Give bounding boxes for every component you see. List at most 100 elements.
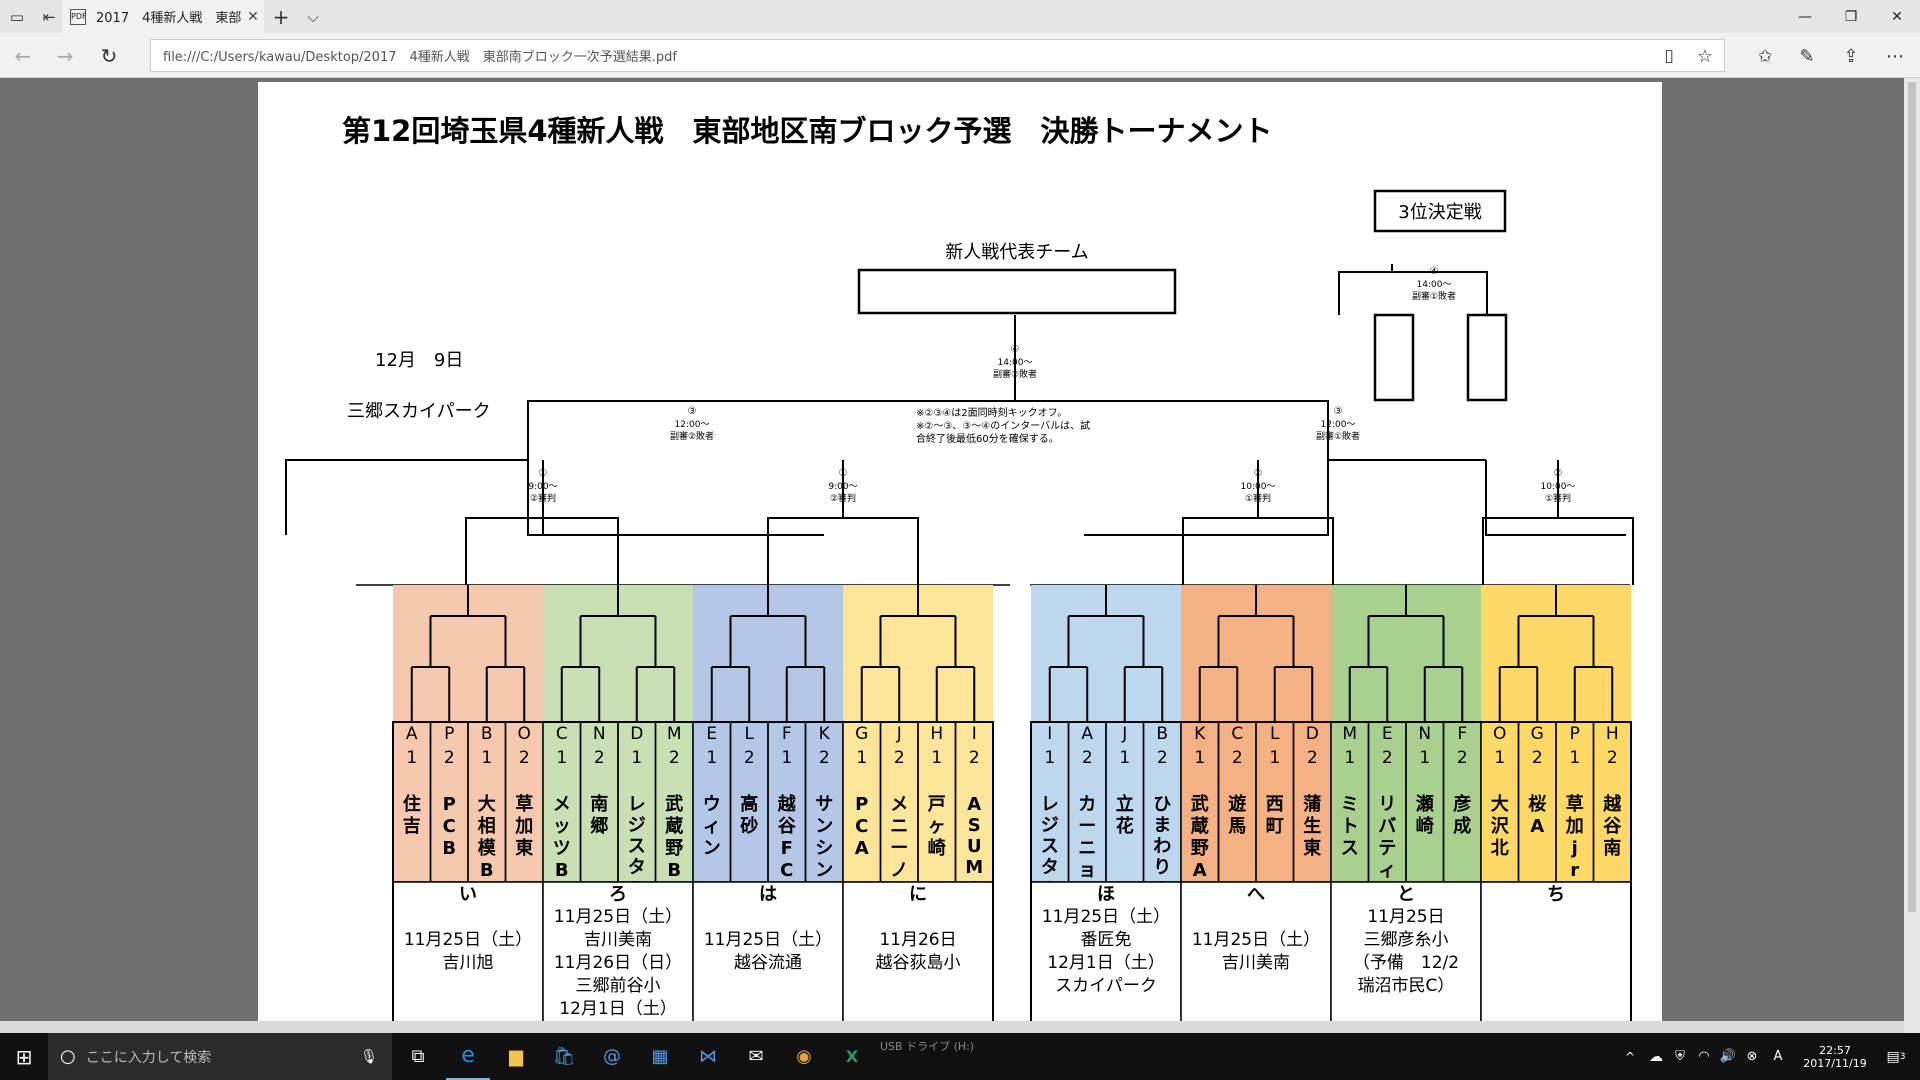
microphone-icon[interactable]: 🎙 — [360, 1048, 378, 1065]
excel-icon[interactable]: X — [845, 1047, 859, 1066]
team-name-char: F — [781, 838, 793, 859]
tab-close-icon[interactable]: ✕ — [247, 8, 259, 25]
back-arrow-icon[interactable]: ← — [14, 44, 32, 68]
mail-at-icon[interactable]: @ — [603, 1046, 621, 1067]
taskbar: ⊞ ○ ここに入力して検索 🎙 ⧉ e ▆ 🛍 @ ▦ ⋈ ✉ ◉ X USB … — [0, 1033, 1920, 1080]
team-code-char: 2 — [444, 748, 455, 768]
team-code-char: I — [972, 724, 977, 744]
team-code-char: A — [1081, 724, 1093, 744]
volume-icon[interactable]: 🔊 — [1719, 1049, 1737, 1064]
team-name-char: 花 — [1116, 815, 1134, 837]
browser-tab[interactable]: PDF 2017 4種新人戦 東部 ✕ — [62, 0, 264, 33]
scroll-thumb[interactable] — [1908, 82, 1916, 912]
team-name-char: 生 — [1303, 815, 1321, 837]
share-icon[interactable]: ⇪ — [1843, 45, 1859, 67]
new-tab-button[interactable]: + — [272, 5, 290, 29]
search-box[interactable]: ○ ここに入力して検索 🎙 — [48, 1033, 392, 1080]
team-code-char: 2 — [1457, 748, 1468, 768]
team-code-char: 1 — [931, 748, 942, 768]
team-code-char: E — [706, 724, 717, 744]
show-hidden-icons-chevron[interactable]: ^ — [1624, 1049, 1636, 1064]
block-info-line: 11月25日（土） — [704, 930, 832, 950]
team-code-char: O — [518, 724, 531, 744]
block-label: ろ — [609, 884, 627, 905]
quarter-3-number: ② — [1254, 468, 1263, 479]
block-bracket-lines — [1348, 585, 1464, 722]
block-label: い — [459, 884, 477, 905]
block-bracket-lines — [1498, 585, 1614, 722]
block-4: G1PCAJ2メニーノH1戸ヶ崎I2ASUMAに11月26日越谷荻島小 — [842, 585, 994, 1028]
team-name-char: ミ — [1341, 794, 1359, 815]
team-name-char: ジ — [1041, 815, 1059, 836]
file-explorer-icon[interactable]: ▆ — [509, 1046, 523, 1067]
team-code-char: G — [855, 724, 868, 744]
quarter-1-time: 9:00～ — [528, 482, 557, 492]
team-name-char: 崎 — [928, 837, 946, 859]
venue-name: 三郷スカイパーク — [347, 401, 491, 422]
team-name-char: 相 — [478, 816, 496, 837]
team-code-char: D — [630, 724, 643, 744]
block-info-line: 吉川旭 — [443, 953, 494, 973]
team-name-char: 越 — [777, 793, 797, 815]
maximize-button[interactable]: ❐ — [1844, 8, 1858, 25]
address-bar[interactable]: file:///C:/Users/kawau/Desktop/2017 4種新人… — [150, 39, 1725, 72]
team-name-char: ッ — [553, 816, 571, 837]
horizontal-scrollbar[interactable] — [0, 1021, 1904, 1033]
team-name-char: 南 — [590, 793, 608, 815]
block-bracket-lines — [860, 585, 976, 722]
notification-center-icon[interactable]: ▤3 — [1886, 1048, 1906, 1065]
ime-icon[interactable]: A — [1773, 1049, 1783, 1064]
clock[interactable]: 22:57 2017/11/19 — [1790, 1033, 1880, 1080]
web-note-pen-icon[interactable]: ✎ — [1799, 45, 1815, 67]
team-name-char: 模 — [478, 837, 497, 859]
windows-start-icon[interactable]: ⊞ — [15, 1044, 33, 1069]
quarter-1-number: ① — [539, 468, 548, 479]
team-name-char: ン — [703, 838, 721, 859]
team-name-char: ま — [1153, 815, 1171, 836]
security-icon[interactable]: ⛨ — [1675, 1049, 1685, 1064]
visual-studio-icon[interactable]: ⋈ — [699, 1046, 717, 1067]
minimize-button[interactable]: — — [1798, 8, 1812, 25]
edge-browser-icon[interactable]: e — [446, 1033, 490, 1080]
team-code-char: E — [1382, 724, 1393, 744]
onedrive-cloud-icon[interactable]: ☁ — [1649, 1048, 1663, 1065]
set-aside-tabs-icon[interactable]: ⇤ — [42, 8, 56, 26]
store-icon[interactable]: 🛍 — [552, 1046, 576, 1067]
team-code-char: 2 — [1082, 748, 1093, 768]
team-name-char: B — [442, 838, 456, 859]
task-view-icon[interactable]: ⧉ — [411, 1046, 425, 1067]
team-code-char: M — [667, 724, 682, 744]
team-name-char: わ — [1153, 836, 1171, 857]
team-code-char: J — [896, 724, 902, 744]
eject-icon[interactable]: ⊗ — [1746, 1049, 1758, 1064]
team-name-char: バ — [1378, 816, 1396, 837]
tab-preview-icon[interactable]: ▭ — [9, 8, 25, 26]
block-label: は — [759, 884, 777, 905]
vertical-scrollbar[interactable] — [1904, 78, 1920, 1033]
refresh-icon[interactable]: ↻ — [100, 44, 118, 68]
block-info-line: 三郷彦糸小 — [1364, 930, 1449, 950]
block-2: C1メッツBN2南郷D1レジスタBM2武蔵野Bろ11月25日（土）吉川美南11月… — [542, 585, 694, 1028]
team-name-char: ス — [1041, 836, 1059, 857]
team-name-char: カ — [1078, 794, 1096, 815]
chrome-icon[interactable]: ◉ — [796, 1046, 812, 1067]
block-info-line: 三郷前谷小 — [576, 976, 661, 996]
block-bracket-lines — [710, 585, 826, 722]
block-info-line: 11月25日（土） — [1042, 907, 1170, 927]
reading-view-icon[interactable]: ▯ — [1664, 46, 1674, 66]
close-window-button[interactable]: ✕ — [1891, 8, 1903, 25]
team-code-char: 2 — [1232, 748, 1243, 768]
favorite-star-icon[interactable]: ☆ — [1696, 45, 1714, 67]
envelope-icon[interactable]: ✉ — [748, 1046, 764, 1067]
more-menu-icon[interactable]: ⋯ — [1886, 45, 1904, 67]
representative-team-box — [857, 268, 1177, 315]
team-name-char: 郷 — [590, 815, 608, 837]
wifi-icon[interactable]: ◠ — [1698, 1049, 1710, 1064]
forward-arrow-icon[interactable]: → — [56, 44, 74, 68]
tab-list-button[interactable]: ⌵ — [307, 8, 319, 26]
team-code-char: 2 — [1532, 748, 1543, 768]
team-code-char: F — [782, 724, 792, 744]
calculator-icon[interactable]: ▦ — [651, 1046, 669, 1067]
favorites-hub-icon[interactable]: ✩ — [1757, 45, 1773, 67]
